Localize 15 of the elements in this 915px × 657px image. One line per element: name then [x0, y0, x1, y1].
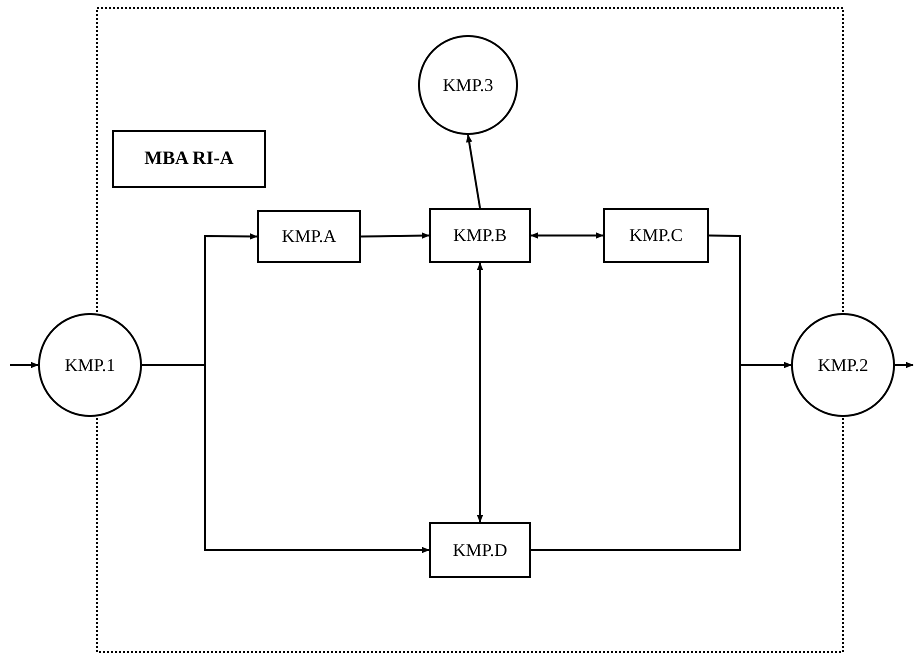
title-box: MBA RI-A	[112, 130, 266, 188]
arrow	[530, 232, 604, 239]
process-circle: KMP.2	[791, 313, 895, 417]
arrow	[476, 262, 484, 523]
arrow	[895, 362, 914, 368]
process-circle: KMP.3	[418, 35, 518, 135]
arrow	[360, 232, 430, 239]
process-circle: KMP.1	[38, 313, 142, 417]
process-box: KMP.D	[429, 522, 531, 578]
process-box: KMP.C	[603, 208, 709, 263]
process-box: KMP.B	[429, 208, 531, 263]
arrow	[531, 362, 792, 551]
arrow	[466, 134, 481, 208]
process-box: KMP.A	[257, 210, 361, 263]
arrow	[10, 362, 39, 368]
